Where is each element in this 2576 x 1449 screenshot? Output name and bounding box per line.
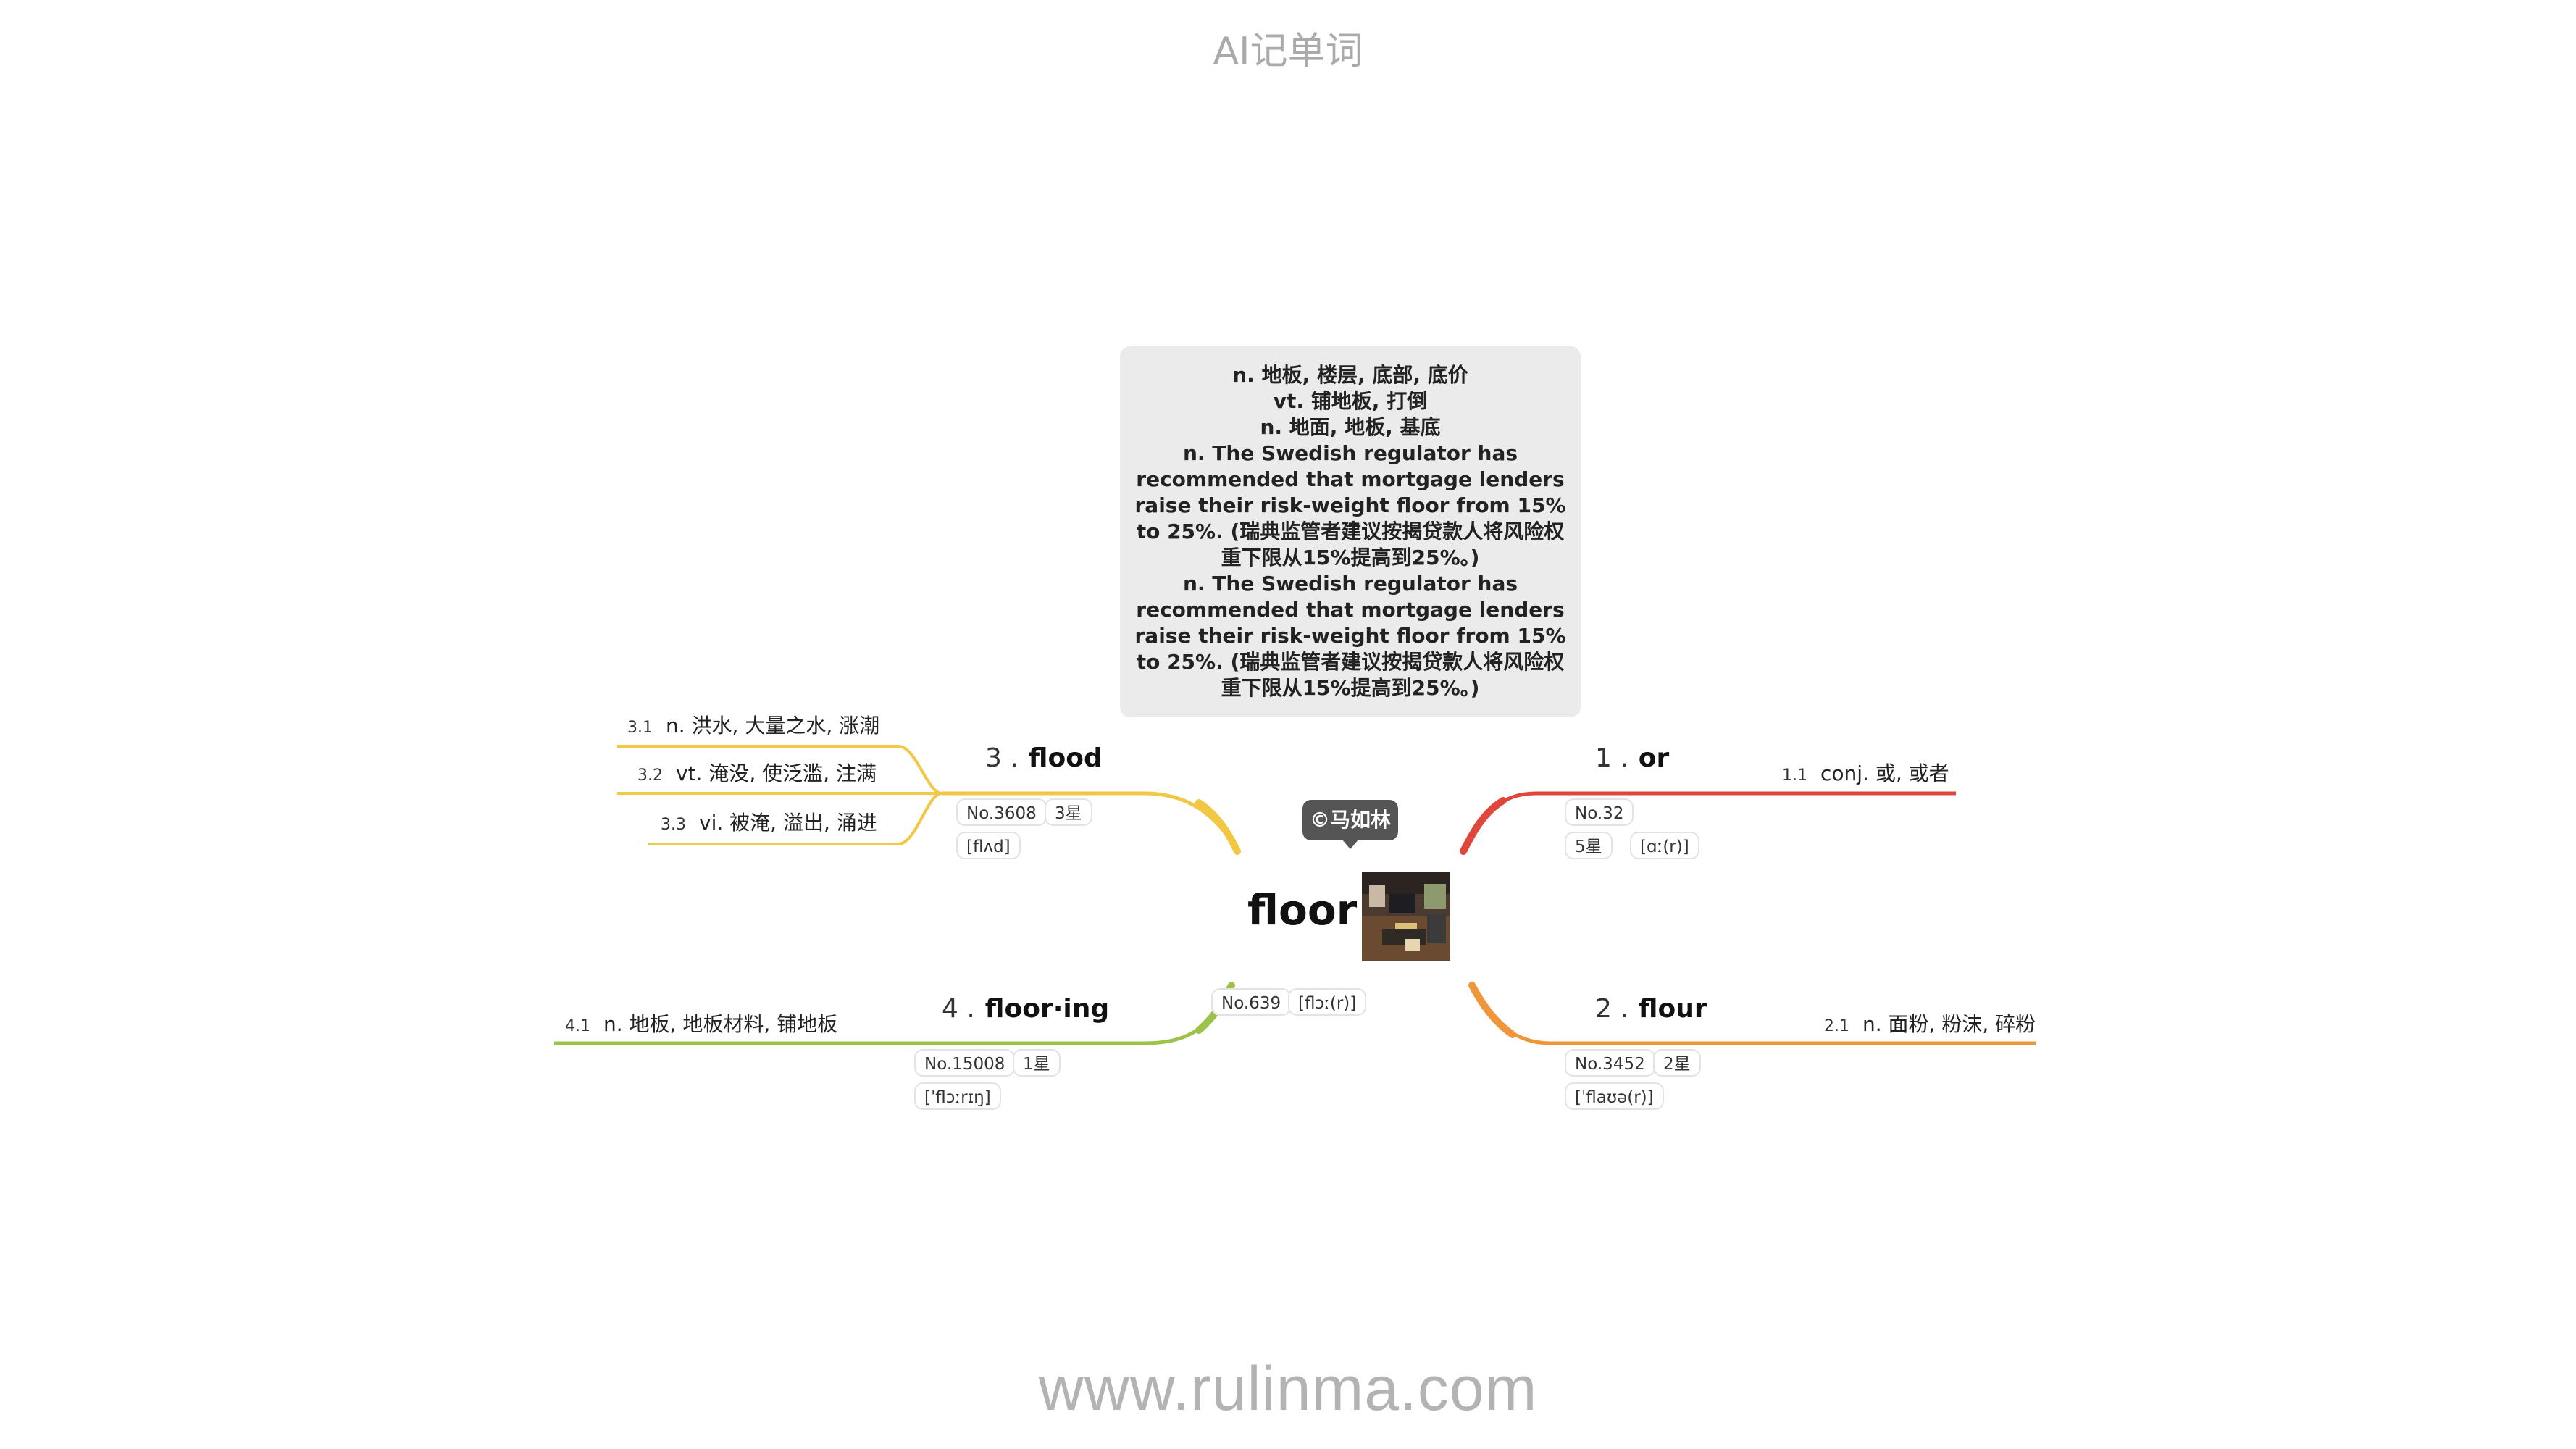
- sense-3-1[interactable]: 3.1 n. 洪水, 大量之水, 涨潮: [627, 710, 879, 739]
- branch-index: 3 .: [985, 743, 1019, 773]
- branch-title-flour[interactable]: 2 . flour: [1595, 994, 1707, 1024]
- flood-stars-badge: 3星: [1045, 798, 1092, 826]
- sense-number: 3.1: [627, 719, 653, 737]
- definition-line: n. 地板, 楼层, 底部, 底价: [1232, 363, 1468, 387]
- sense-number: 4.1: [565, 1017, 590, 1035]
- branch-index: 1 .: [1595, 743, 1628, 773]
- sense-number: 3.2: [637, 767, 663, 785]
- flood-phonetic-badge: [flʌd]: [956, 832, 1021, 859]
- sense-text: n. 地板, 地板材料, 铺地板: [603, 1012, 838, 1036]
- or-number-badge: No.32: [1565, 798, 1634, 826]
- connector-flood-3-3: [648, 792, 942, 845]
- definition-line: vt. 铺地板, 打倒: [1273, 389, 1428, 413]
- branch-index: 2 .: [1595, 994, 1628, 1024]
- flour-number-badge: No.3452: [1565, 1049, 1655, 1077]
- center-number-badge: No.639: [1211, 988, 1292, 1016]
- branch-title-or[interactable]: 1 . or: [1595, 743, 1669, 773]
- sense-text: conj. 或, 或者: [1820, 761, 1949, 785]
- branch-title-flooring[interactable]: 4 . floor·ing: [942, 994, 1109, 1024]
- tooltip-arrow: [1342, 839, 1359, 849]
- definition-line: n. The Swedish regulator has recommended…: [1134, 572, 1566, 700]
- center-word[interactable]: floor: [1247, 885, 1358, 935]
- definition-box: n. 地板, 楼层, 底部, 底价 vt. 铺地板, 打倒 n. 地面, 地板,…: [1120, 346, 1581, 717]
- branch-index: 4 .: [942, 994, 975, 1024]
- flour-phonetic-badge: [ˈflaʊə(r)]: [1565, 1082, 1664, 1110]
- sense-3-2[interactable]: 3.2 vt. 淹没, 使泛滥, 注满: [637, 758, 877, 787]
- flooring-phonetic-badge: [ˈflɔːrɪŋ]: [914, 1082, 1001, 1110]
- room-photo[interactable]: [1362, 872, 1450, 961]
- branch-word: flood: [1028, 743, 1103, 773]
- flooring-stars-badge: 1星: [1013, 1049, 1061, 1077]
- sense-4-1[interactable]: 4.1 n. 地板, 地板材料, 铺地板: [565, 1009, 837, 1037]
- flooring-number-badge: No.15008: [914, 1049, 1016, 1077]
- sense-number: 1.1: [1782, 767, 1807, 785]
- or-phonetic-badge: [ɑː(r)]: [1630, 832, 1699, 859]
- center-phonetic-badge: [flɔː(r)]: [1288, 988, 1367, 1016]
- sense-number: 3.3: [661, 816, 686, 834]
- branch-word: or: [1638, 743, 1670, 773]
- connector-or: [1461, 791, 1956, 853]
- flood-number-badge: No.3608: [956, 798, 1047, 826]
- sense-2-1[interactable]: 2.1 n. 面粉, 粉沫, 碎粉: [1824, 1009, 2036, 1037]
- sense-1-1[interactable]: 1.1 conj. 或, 或者: [1782, 758, 1949, 787]
- sense-text: n. 洪水, 大量之水, 涨潮: [666, 714, 880, 738]
- sense-text: vi. 被淹, 溢出, 涌进: [699, 811, 877, 835]
- sense-number: 2.1: [1824, 1017, 1849, 1035]
- branch-word: flour: [1638, 994, 1707, 1024]
- flour-stars-badge: 2星: [1653, 1049, 1701, 1077]
- sense-text: n. 面粉, 粉沫, 碎粉: [1862, 1012, 2036, 1036]
- branch-word: floor·ing: [984, 994, 1110, 1024]
- author-tooltip: ©马如林: [1302, 800, 1398, 840]
- connector-flood-3-1: [617, 745, 942, 795]
- or-stars-badge: 5星: [1565, 832, 1613, 859]
- page-title: AI记单词: [1213, 30, 1363, 73]
- definition-line: n. 地面, 地板, 基底: [1260, 415, 1441, 439]
- footer-url[interactable]: www.rulinma.com: [1038, 1354, 1538, 1424]
- sense-text: vt. 淹没, 使泛滥, 注满: [676, 761, 877, 785]
- sense-3-3[interactable]: 3.3 vi. 被淹, 溢出, 涌进: [661, 807, 877, 836]
- branch-title-flood[interactable]: 3 . flood: [985, 743, 1103, 773]
- definition-line: n. The Swedish regulator has recommended…: [1134, 441, 1566, 569]
